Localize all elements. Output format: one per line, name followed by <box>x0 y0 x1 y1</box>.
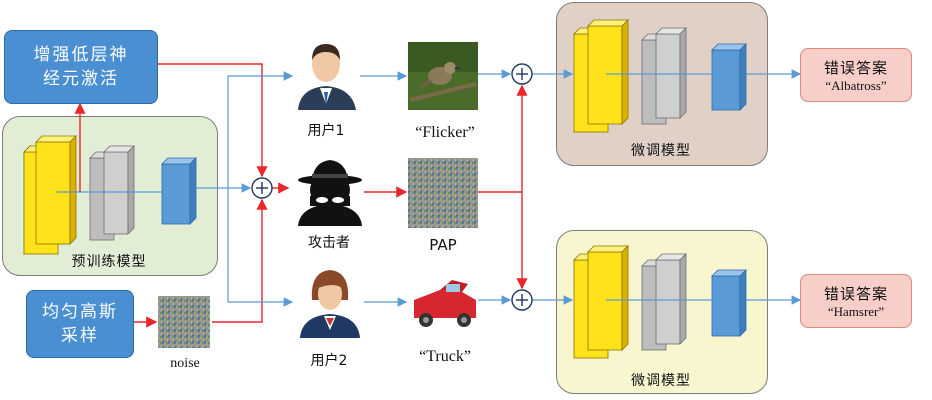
red-arrow-box-to-plus <box>158 63 268 178</box>
finetuned-bottom-label: 微调模型 <box>631 373 691 389</box>
plus-circle-center <box>251 177 273 199</box>
finetuned-top-label: 微调模型 <box>631 143 691 159</box>
noise-image <box>158 296 210 348</box>
wrong-answer-top-value: “Albatross” <box>825 77 887 93</box>
wrong-answer-bottom-value: “Hamsrer” <box>827 303 885 319</box>
attacker-icon <box>298 160 362 226</box>
wrong-answer-bottom-box: 错误答案 “Hamsrer” <box>800 274 912 328</box>
noise-label: noise <box>170 356 200 371</box>
finetuned-top-layers <box>573 19 747 133</box>
pretrained-model-label: 预训练模型 <box>71 254 147 270</box>
attacker-label: 攻击者 <box>308 235 350 251</box>
user1-icon <box>298 44 356 110</box>
pap-image <box>408 158 478 228</box>
finetuned-bottom-layers <box>573 245 747 359</box>
user1-label: 用户1 <box>307 123 345 139</box>
plus-circle-top <box>511 63 533 85</box>
blue-arrow-to-user1 <box>227 71 294 188</box>
wrong-answer-top-box: 错误答案 “Albatross” <box>800 48 912 102</box>
pretrained-model-layers <box>23 135 197 255</box>
truck-image <box>408 268 478 338</box>
blue-arrows <box>196 69 802 307</box>
pap-label: PAP <box>429 236 457 254</box>
flicker-label: “Flicker” <box>415 124 475 141</box>
truck-label: “Truck” <box>419 348 471 365</box>
red-arrow-noise-to-plus <box>212 198 268 323</box>
plus-circle-bottom <box>511 289 533 311</box>
wrong-answer-bottom-title: 错误答案 <box>823 284 888 303</box>
user2-label: 用户2 <box>310 353 348 369</box>
wrong-answer-top-title: 错误答案 <box>823 58 888 77</box>
gaussian-sampling-box: 均匀高斯 采样 <box>26 290 134 358</box>
user2-icon <box>300 270 360 338</box>
blue-arrow-to-user2 <box>227 188 294 307</box>
red-arrows <box>74 63 528 328</box>
bird-photo <box>408 42 478 110</box>
enhance-activation-box: 增强低层神 经元激活 <box>4 30 158 104</box>
